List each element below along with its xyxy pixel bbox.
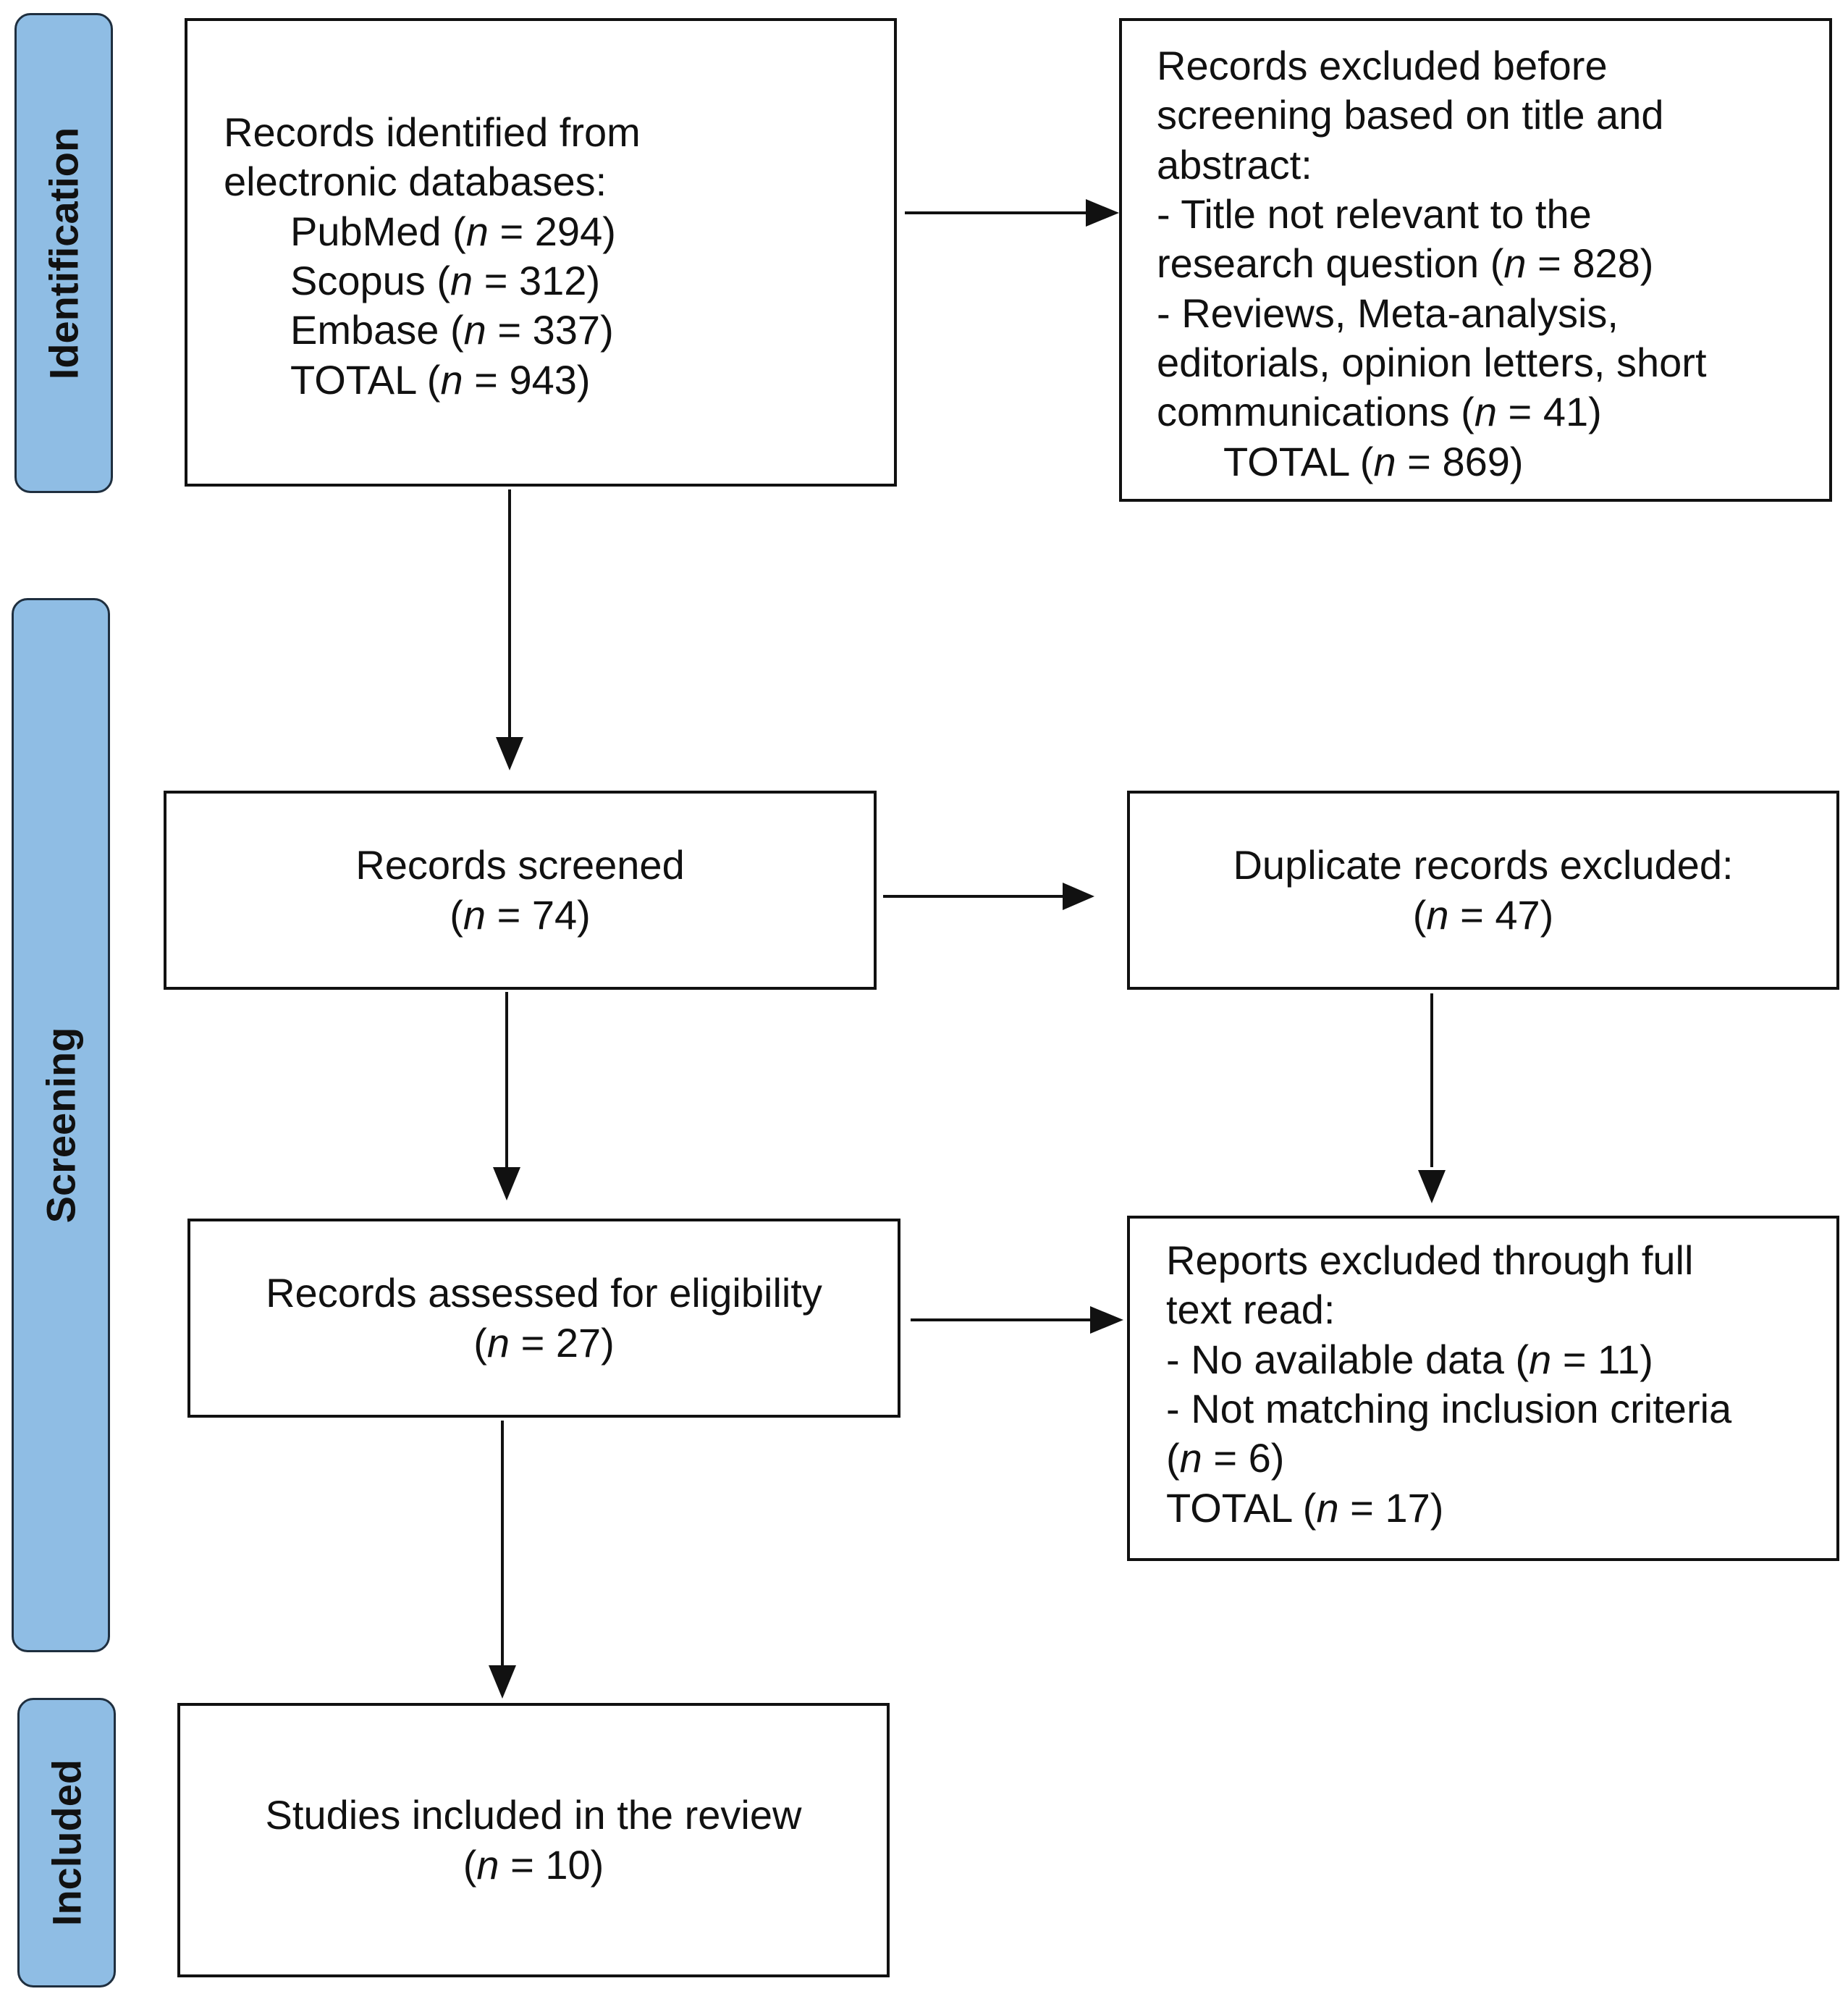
excluded-before-item-2c: communications (n = 41) bbox=[1157, 389, 1602, 435]
excluded-before-item-2a: - Reviews, Meta-analysis, bbox=[1157, 290, 1619, 336]
records-identified-box: Records identified from electronic datab… bbox=[185, 18, 897, 487]
phase-included: Included bbox=[17, 1698, 116, 1987]
excluded-before-total: TOTAL (n = 869) bbox=[1223, 438, 1524, 484]
assessed-count: (n = 27) bbox=[473, 1319, 615, 1366]
phase-identification: Identification bbox=[14, 13, 113, 493]
excluded-before-item-1a: - Title not relevant to the bbox=[1157, 190, 1592, 237]
assessed-label: Records assessed for eligibility bbox=[266, 1270, 822, 1316]
arrowhead-assessed-to-fulltext bbox=[1090, 1306, 1123, 1334]
duplicates-label: Duplicate records excluded: bbox=[1233, 842, 1734, 888]
arrowhead-screened-to-duplicates bbox=[1063, 883, 1094, 910]
excluded-before-line-3: abstract: bbox=[1157, 141, 1312, 188]
excluded-before-line-1: Records excluded before bbox=[1157, 43, 1608, 88]
phase-screening: Screening bbox=[12, 598, 110, 1652]
included-count: (n = 10) bbox=[463, 1841, 604, 1888]
source-pubmed: PubMed (n = 294) bbox=[290, 208, 616, 254]
source-scopus: Scopus (n = 312) bbox=[290, 257, 601, 303]
studies-included-box: Studies included in the review (n = 10) bbox=[177, 1703, 890, 1977]
fulltext-item-1: - No available data (n = 11) bbox=[1166, 1336, 1653, 1382]
arrowhead-screened-to-assessed bbox=[493, 1167, 520, 1200]
records-assessed-box: Records assessed for eligibility (n = 27… bbox=[187, 1219, 900, 1418]
excluded-before-screening-box: Records excluded before screening based … bbox=[1119, 18, 1832, 502]
screened-count: (n = 74) bbox=[450, 891, 591, 938]
fulltext-line-1: Reports excluded through full bbox=[1166, 1237, 1694, 1283]
arrowhead-identified-to-screened bbox=[496, 737, 523, 770]
records-screened-box: Records screened (n = 74) bbox=[164, 791, 877, 990]
excluded-before-item-2b: editorials, opinion letters, short bbox=[1157, 339, 1707, 385]
excluded-before-line-2: screening based on title and bbox=[1157, 92, 1664, 138]
identified-heading-2: electronic databases: bbox=[224, 159, 607, 205]
fulltext-total: TOTAL (n = 17) bbox=[1166, 1484, 1444, 1531]
fulltext-item-2-count: (n = 6) bbox=[1166, 1435, 1285, 1481]
arrowhead-duplicates-to-fulltext bbox=[1418, 1170, 1446, 1203]
included-label: Studies included in the review bbox=[265, 1792, 802, 1838]
identified-heading-1: Records identified from bbox=[224, 109, 641, 155]
excluded-fulltext-box: Reports excluded through full text read:… bbox=[1127, 1216, 1839, 1561]
identified-total: TOTAL (n = 943) bbox=[290, 356, 591, 403]
fulltext-item-2: - Not matching inclusion criteria bbox=[1166, 1385, 1732, 1431]
fulltext-line-2: text read: bbox=[1166, 1287, 1336, 1333]
screened-label: Records screened bbox=[355, 842, 685, 888]
duplicates-excluded-box: Duplicate records excluded: (n = 47) bbox=[1127, 791, 1839, 990]
arrowhead-identified-to-excluded bbox=[1086, 199, 1119, 227]
arrowhead-assessed-to-included bbox=[489, 1665, 516, 1699]
excluded-before-item-1b: research question (n = 828) bbox=[1157, 240, 1654, 287]
source-embase: Embase (n = 337) bbox=[290, 307, 614, 353]
duplicates-count: (n = 47) bbox=[1412, 891, 1554, 938]
